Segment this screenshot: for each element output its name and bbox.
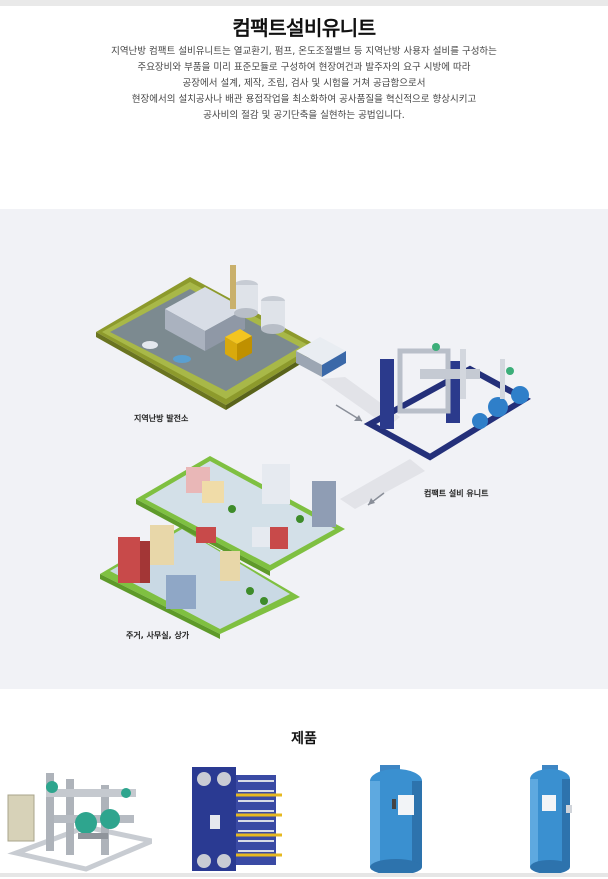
page-description: 지역난방 컴팩트 설비유니트는 열교환기, 펌프, 온도조절밸브 등 지역난방 … [0, 44, 608, 124]
city-icon [100, 456, 345, 639]
power-plant-label: 지역난방 발전소 [134, 414, 189, 423]
product-expansion-tank[interactable] [368, 765, 424, 875]
pressure-tank-icon [530, 765, 572, 874]
description-line: 공장에서 설계, 제작, 조립, 검사 및 시험을 거쳐 공급함으로서 [182, 78, 426, 89]
description-line: 공사비의 절감 및 공기단축을 실현하는 공법입니다. [203, 110, 405, 121]
description-line: 현장에서의 설치공사나 배관 용접작업을 최소화하여 공사품질을 혁신적으로 향… [131, 94, 477, 105]
diagram-illustration [96, 265, 531, 639]
product-plate-heat-exchanger[interactable] [184, 765, 284, 875]
unit-label: 컴팩트 설비 유니트 [424, 489, 489, 498]
products-title: 제품 [291, 731, 317, 747]
description-line: 주요장비와 부품을 미리 표준모듈로 구성하여 현장여건과 발주자의 요구 시방… [137, 62, 471, 73]
description-line: 지역난방 컴팩트 설비유니트는 열교환기, 펌프, 온도조절밸브 등 지역난방 … [111, 46, 497, 57]
system-diagram: 지역난방 발전소 컴팩트 설비 유니트 주거, 사무실, 상가 [0, 209, 608, 689]
compact-unit-illustration [363, 343, 531, 461]
top-border [0, 0, 608, 6]
flow-arrow-icon [340, 459, 425, 509]
compact-unit-icon [7, 773, 161, 872]
page-title: 컴팩트설비유니트 [232, 16, 376, 40]
expansion-tank-icon [370, 765, 422, 875]
bottom-border [0, 873, 608, 877]
city-label: 주거, 사무실, 상가 [126, 631, 190, 640]
power-plant-icon [96, 265, 346, 410]
product-compact-unit[interactable] [6, 765, 161, 875]
plate-heat-exchanger-icon [192, 767, 282, 871]
product-pressure-tank[interactable] [528, 765, 574, 875]
